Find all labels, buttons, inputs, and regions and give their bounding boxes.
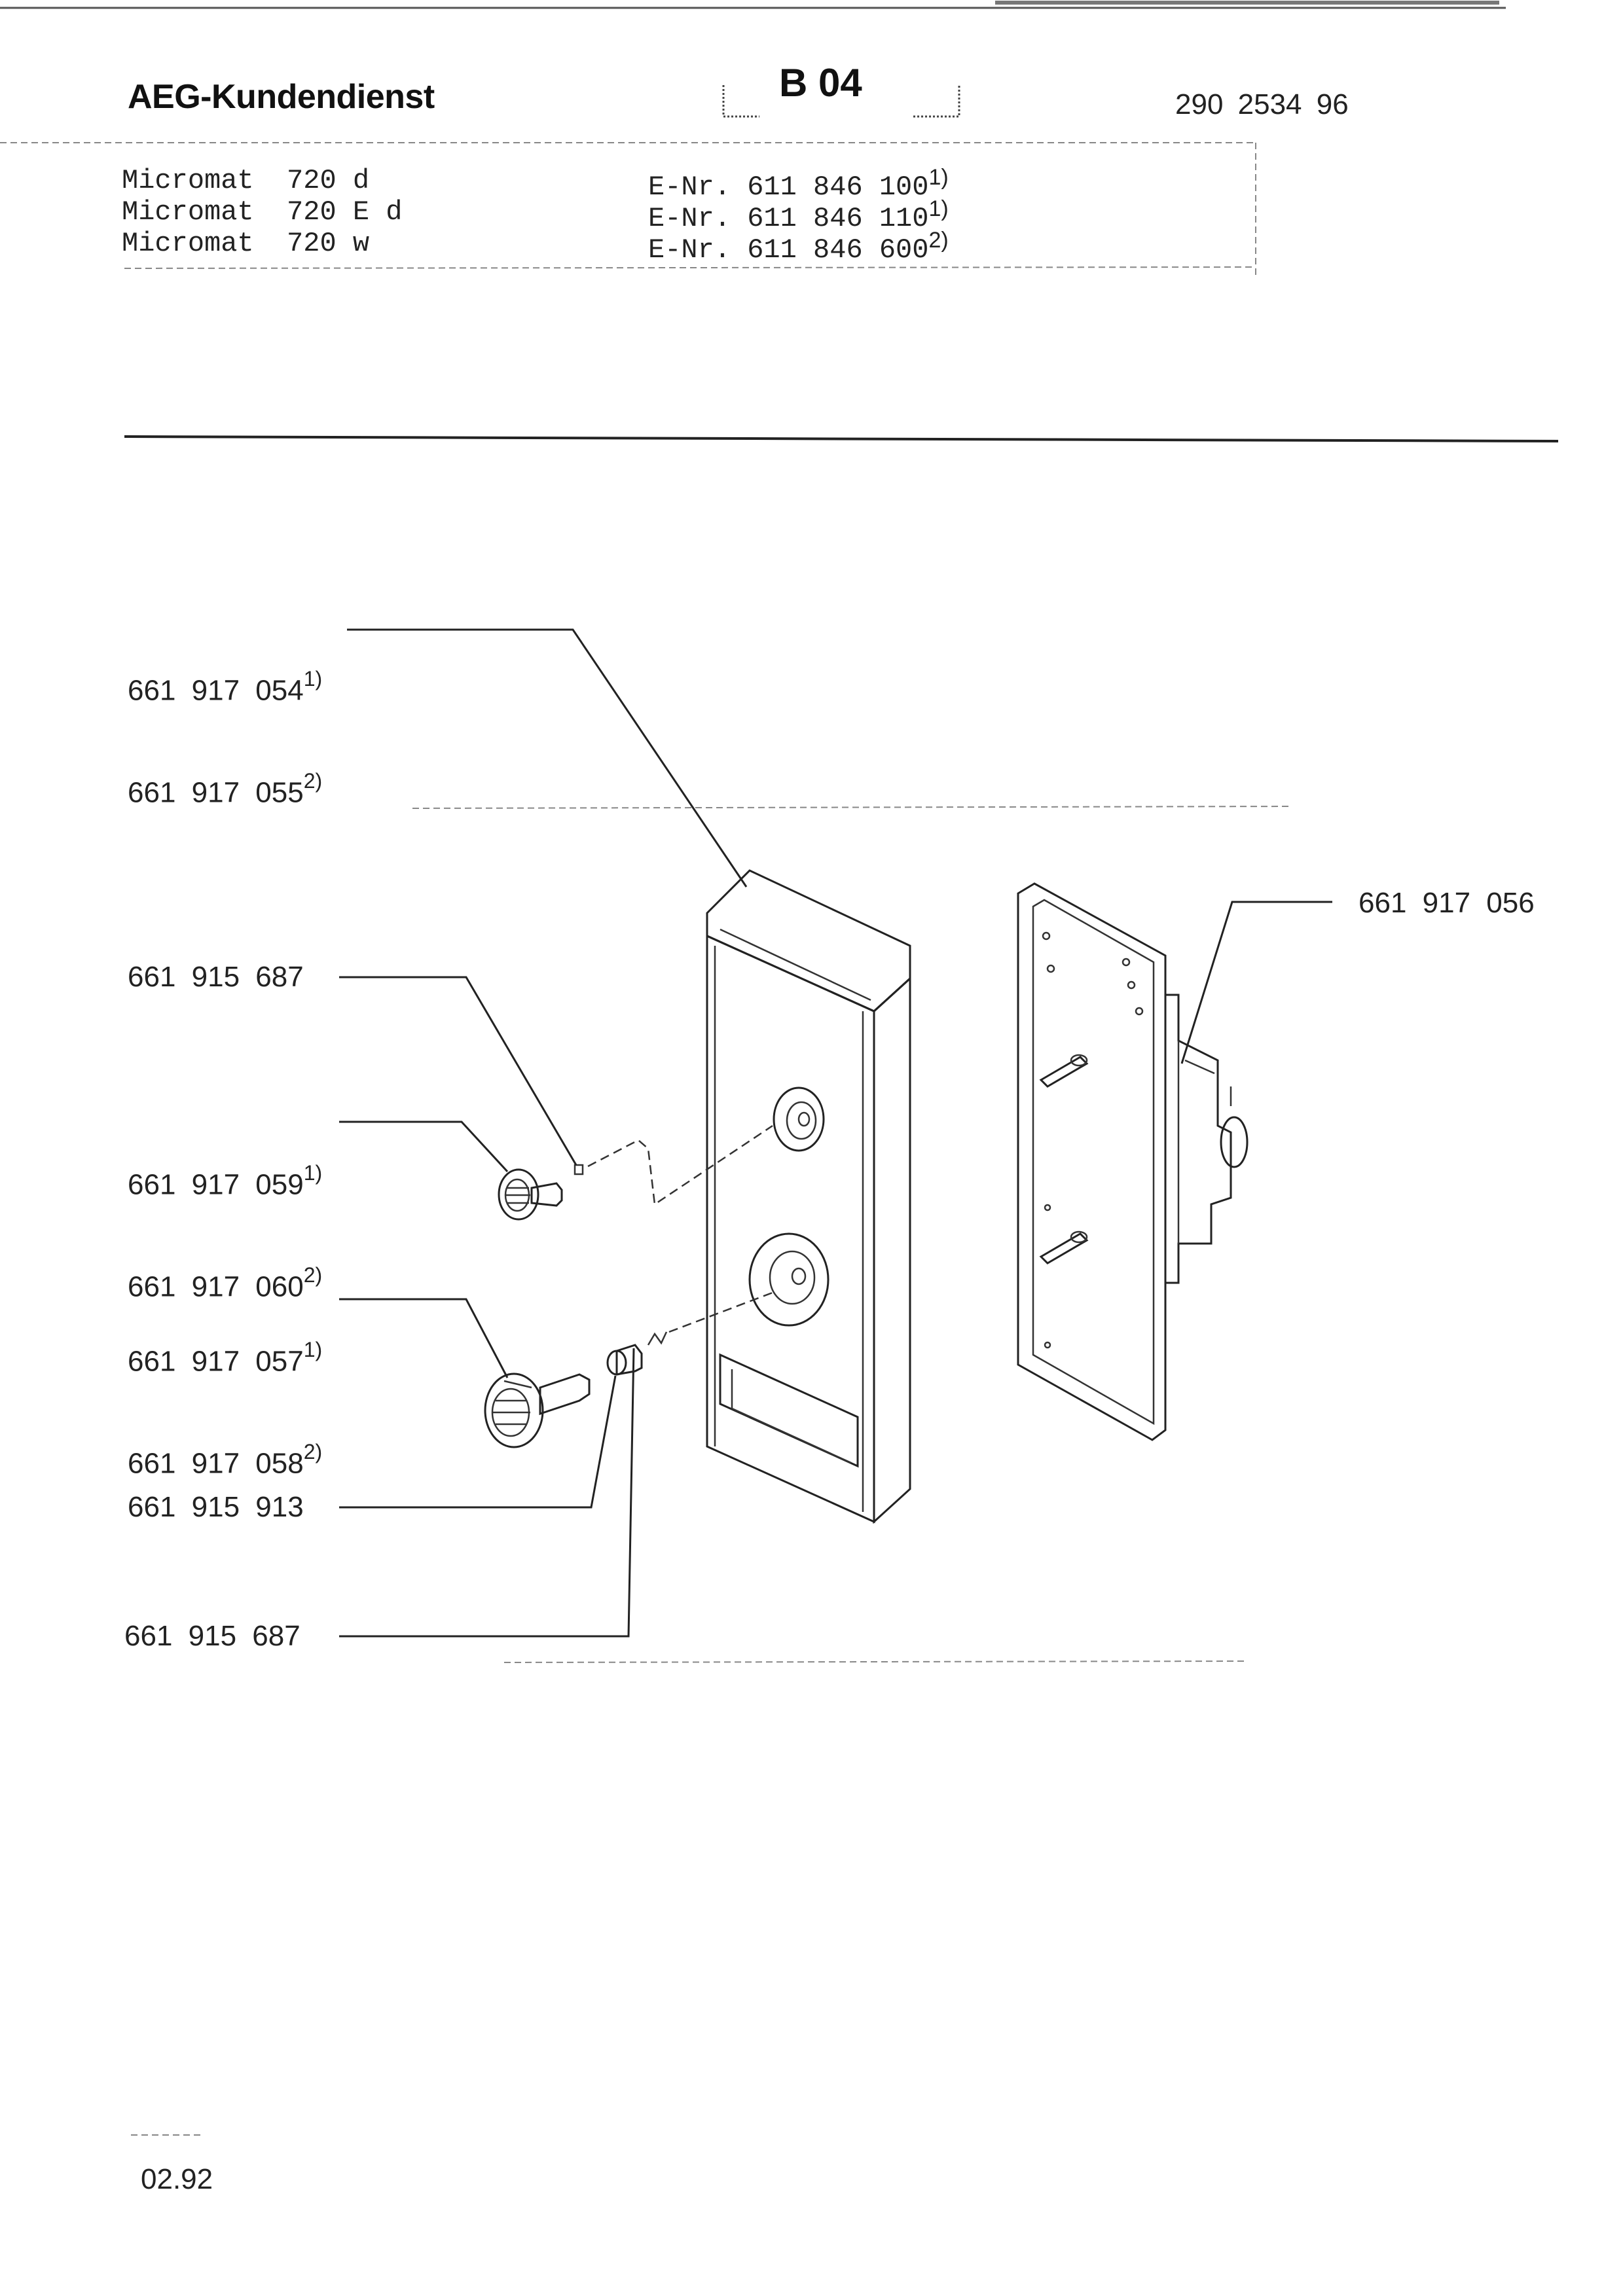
panel-frame <box>1017 882 1249 1441</box>
model-enr-2: E-Nr. 611 846 1101) <box>648 196 949 234</box>
document-number: 290 2534 96 <box>1175 88 1349 120</box>
label-spring-upper: 661 915 687 <box>128 961 304 994</box>
footnote-mark: 2) <box>303 768 323 793</box>
assembly-axis-upper <box>587 1124 773 1206</box>
sheet-code: B 04 <box>779 61 862 105</box>
part-number: 661 917 055 <box>128 776 304 809</box>
part-number-line: 661 917 0591) <box>128 1161 322 1202</box>
footnote-mark: 1) <box>928 165 949 190</box>
footnote-mark: 1) <box>303 1161 323 1185</box>
leader-adapter-sleeve <box>339 1375 617 1509</box>
leader-spring-upper <box>339 976 577 1166</box>
knob-large <box>484 1372 591 1448</box>
scan-line <box>412 806 1290 809</box>
brand-title: AEG-Kundendienst <box>128 78 435 116</box>
footnote-mark: 2) <box>303 1439 323 1463</box>
part-number: 661 917 054 <box>128 674 304 707</box>
enr-value: E-Nr. 611 846 100 <box>648 171 929 203</box>
model-enr-3: E-Nr. 611 846 6002) <box>648 228 949 266</box>
model-name-1: Micromat 720 d <box>122 165 370 196</box>
leader-front-panel <box>347 628 748 888</box>
adapter-sleeve <box>606 1344 643 1376</box>
label-knob-small: 661 917 0591) 661 917 0602) <box>128 1100 322 1369</box>
scan-line <box>503 1660 1245 1663</box>
leader-knob-small <box>339 1121 509 1173</box>
footnote-mark: 1) <box>303 1338 323 1361</box>
part-number-line: 661 917 0571) <box>128 1338 322 1378</box>
footer-date: 02.92 <box>141 2163 213 2195</box>
part-number: 661 915 913 <box>128 1491 304 1523</box>
footnote-mark: 2) <box>303 1263 323 1287</box>
part-number-line: 661 917 0541) <box>128 667 322 708</box>
part-number: 661 917 057 <box>128 1345 304 1378</box>
model-name-3: Micromat 720 w <box>122 228 370 259</box>
part-number: 661 917 056 <box>1359 887 1535 919</box>
assembly-axis-lower <box>668 1291 773 1333</box>
part-number: 661 917 058 <box>128 1447 304 1480</box>
leader-knob-large <box>339 1298 509 1378</box>
part-number-line: 661 917 0582) <box>128 1440 322 1480</box>
sheet-code-bracket <box>722 85 960 118</box>
part-number: 661 915 687 <box>124 1620 301 1652</box>
model-name-2: Micromat 720 E d <box>122 196 403 228</box>
label-knob-large: 661 917 0571) 661 917 0582) <box>128 1276 322 1545</box>
knob-small <box>498 1168 563 1221</box>
label-adapter-sleeve: 661 915 913 <box>128 1491 304 1524</box>
front-panel <box>706 869 911 1524</box>
part-number: 661 917 059 <box>128 1168 304 1201</box>
enr-value: E-Nr. 611 846 600 <box>648 234 929 266</box>
footnote-mark: 2) <box>928 228 949 253</box>
label-panel-frame: 661 917 056 <box>1359 887 1535 920</box>
part-number: 661 917 060 <box>128 1270 304 1303</box>
label-spring-lower: 661 915 687 <box>124 1620 301 1653</box>
footnote-mark: 1) <box>303 667 323 691</box>
leader-spring-lower <box>339 1348 635 1638</box>
part-number-line: 661 917 0552) <box>128 769 322 810</box>
spring-clip-lower <box>647 1331 668 1346</box>
header-separator <box>124 435 1559 442</box>
model-enr-1: E-Nr. 611 846 1001) <box>648 165 949 203</box>
part-number-line: 661 917 0602) <box>128 1263 322 1304</box>
spring-clip-upper <box>574 1164 584 1175</box>
label-front-panel: 661 917 0541) 661 917 0552) <box>128 605 322 874</box>
enr-value: E-Nr. 611 846 110 <box>648 203 929 234</box>
leader-panel-frame <box>1180 901 1332 1064</box>
footnote-mark: 1) <box>928 196 949 221</box>
part-number: 661 915 687 <box>128 961 304 993</box>
header-frame-bottom <box>124 266 1256 269</box>
